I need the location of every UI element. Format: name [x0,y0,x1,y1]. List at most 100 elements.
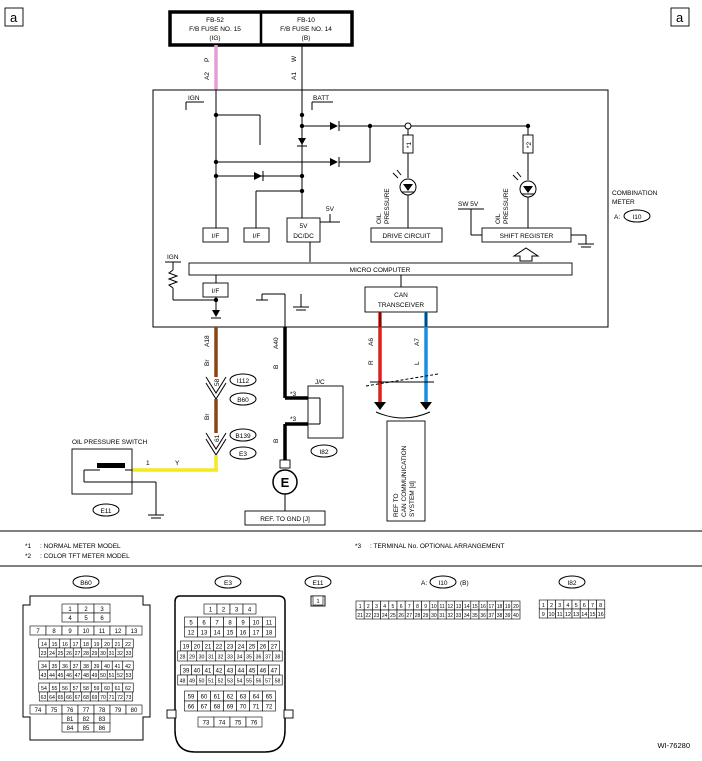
i10-pin-number: 40 [513,613,519,619]
e11-pin-number: 1 [316,599,319,605]
b60-pin-number: 8 [52,629,56,635]
wire-code-y: Y [175,460,180,467]
i10-pin-number: 26 [398,613,404,619]
e3-pin-number: 39 [183,669,190,675]
i10-pin-number: 21 [357,613,363,619]
note-1-text: : NORMAL METER MODEL [40,543,121,550]
e3-pin-number: 36 [256,655,262,661]
conn-i82: I82 [319,449,328,456]
e11-pin-cell [312,595,324,606]
e3-pin-number: 46 [260,669,267,675]
e3-pin-number: 62 [227,695,234,701]
b60-pin-number: 12 [115,629,122,635]
diagram-id: WI-76280 [657,741,690,750]
e3-pin-number: 6 [202,621,206,627]
i10-pin-cell [511,609,521,620]
e3-pin-number: 52 [218,679,224,685]
e3-pin-number: 57 [265,679,271,685]
b60-pin-number: 80 [131,708,138,714]
b60-pin-number: 41 [115,664,121,670]
b60-pin-number: 42 [125,664,131,670]
pinout-i82-label: I82 [567,580,576,587]
svg-text:58: 58 [214,378,221,386]
b60-pin-number: 10 [83,629,90,635]
e3-pin-number: 11 [266,621,273,627]
wire-code-br-2: Br [204,413,211,420]
e3-pin-cell [262,700,276,712]
i82-pin-cell [596,608,606,619]
b60-pin-number: 35 [52,664,58,670]
batt-label: BATT [313,95,329,102]
b60-pin-number: 23 [41,651,47,657]
b60-pin-cell [123,669,134,680]
b60-pin-number: 19 [94,642,100,648]
e3-pin-number: 15 [227,631,234,637]
corner-label-right: a [670,7,690,27]
b60-pin-number: 21 [115,642,121,648]
fuse-14-sub: (B) [302,35,311,42]
b60-pin-number: 72 [117,695,123,701]
e3-pin-number: 25 [249,645,256,651]
e3-pin-number: 54 [237,679,243,685]
i10-pin-number: 28 [415,613,421,619]
e3-pin-number: 67 [201,705,208,711]
e3-pin-number: 2 [222,608,226,614]
b60-pin-cell [125,625,143,636]
if-box-2: I/F [253,233,261,240]
b60-pin-number: 66 [66,695,72,701]
i10-pin-number: 18 [497,604,503,610]
dcdc-label-2: DC/DC [293,233,314,240]
pinout-e11-label: E11 [312,580,323,587]
sw5v-label: SW 5V [458,201,479,208]
note-3-text: : TERMINAL No. OPTIONAL ARRANGEMENT [370,543,505,550]
shift-register: SHIFT REGISTER [500,233,554,240]
e3-pin-number: 1 [209,608,213,614]
e3-pin-number: 42 [216,669,223,675]
i10-pin-number: 39 [505,613,511,619]
b60-pin-number: 4 [68,616,72,622]
i82-pin-number: 11 [557,612,563,618]
b60-pin-number: 17 [73,642,79,648]
e3-pin-number: 47 [271,669,278,675]
i10-pin-number: 3 [375,604,378,610]
b60-pin-number: 86 [99,726,106,732]
i10-pin-number: 33 [456,613,462,619]
e3-pin-number: 51 [208,679,214,685]
fuse-15-id: FB-52 [206,17,224,24]
oil-pressure-switch [71,448,133,495]
b60-pin-number: 81 [67,717,74,723]
b60-pin-number: 38 [83,664,89,670]
conn-b139: B139 [235,433,251,440]
oil-pressure-1-a: OIL [376,213,383,224]
e3-pin-number: 40 [194,669,201,675]
connector-61: 61 [205,432,227,456]
b60-pin-number: 40 [104,664,110,670]
e3-pin-number: 26 [260,645,267,651]
b60-pin-number: 33 [126,651,132,657]
b60-pin-number: 11 [99,629,106,635]
wire-code-b: B [273,365,280,369]
b60-pin-number: 2 [84,607,88,613]
i10-pin-number: 35 [472,613,478,619]
ref-can-box [386,420,426,522]
mark-2-box: *2 [526,142,533,149]
i10-pin-number: 29 [423,613,429,619]
b60-pin-number: 51 [109,673,115,679]
b60-pin-number: 6 [100,616,104,622]
wire-code-b-2: B [273,439,280,443]
e3-pin-number: 74 [219,721,226,727]
e3-pin-number: 43 [227,669,234,675]
ref-gnd: REF. TO GND [J] [260,516,310,523]
e3-pin-number: 41 [205,669,212,675]
e3-pin-number: 8 [228,621,232,627]
conn-e3: E3 [239,451,247,458]
b60-pin-number: 74 [35,708,42,714]
e3-pin-number: 18 [266,631,273,637]
e3-pin-number: 63 [240,695,247,701]
e3-pin-number: 32 [218,655,224,661]
e3-pin-number: 70 [240,705,247,711]
b60-pin-number: 46 [66,673,72,679]
wire-code-p: P [204,58,211,62]
b60-pin-number: 16 [62,642,68,648]
